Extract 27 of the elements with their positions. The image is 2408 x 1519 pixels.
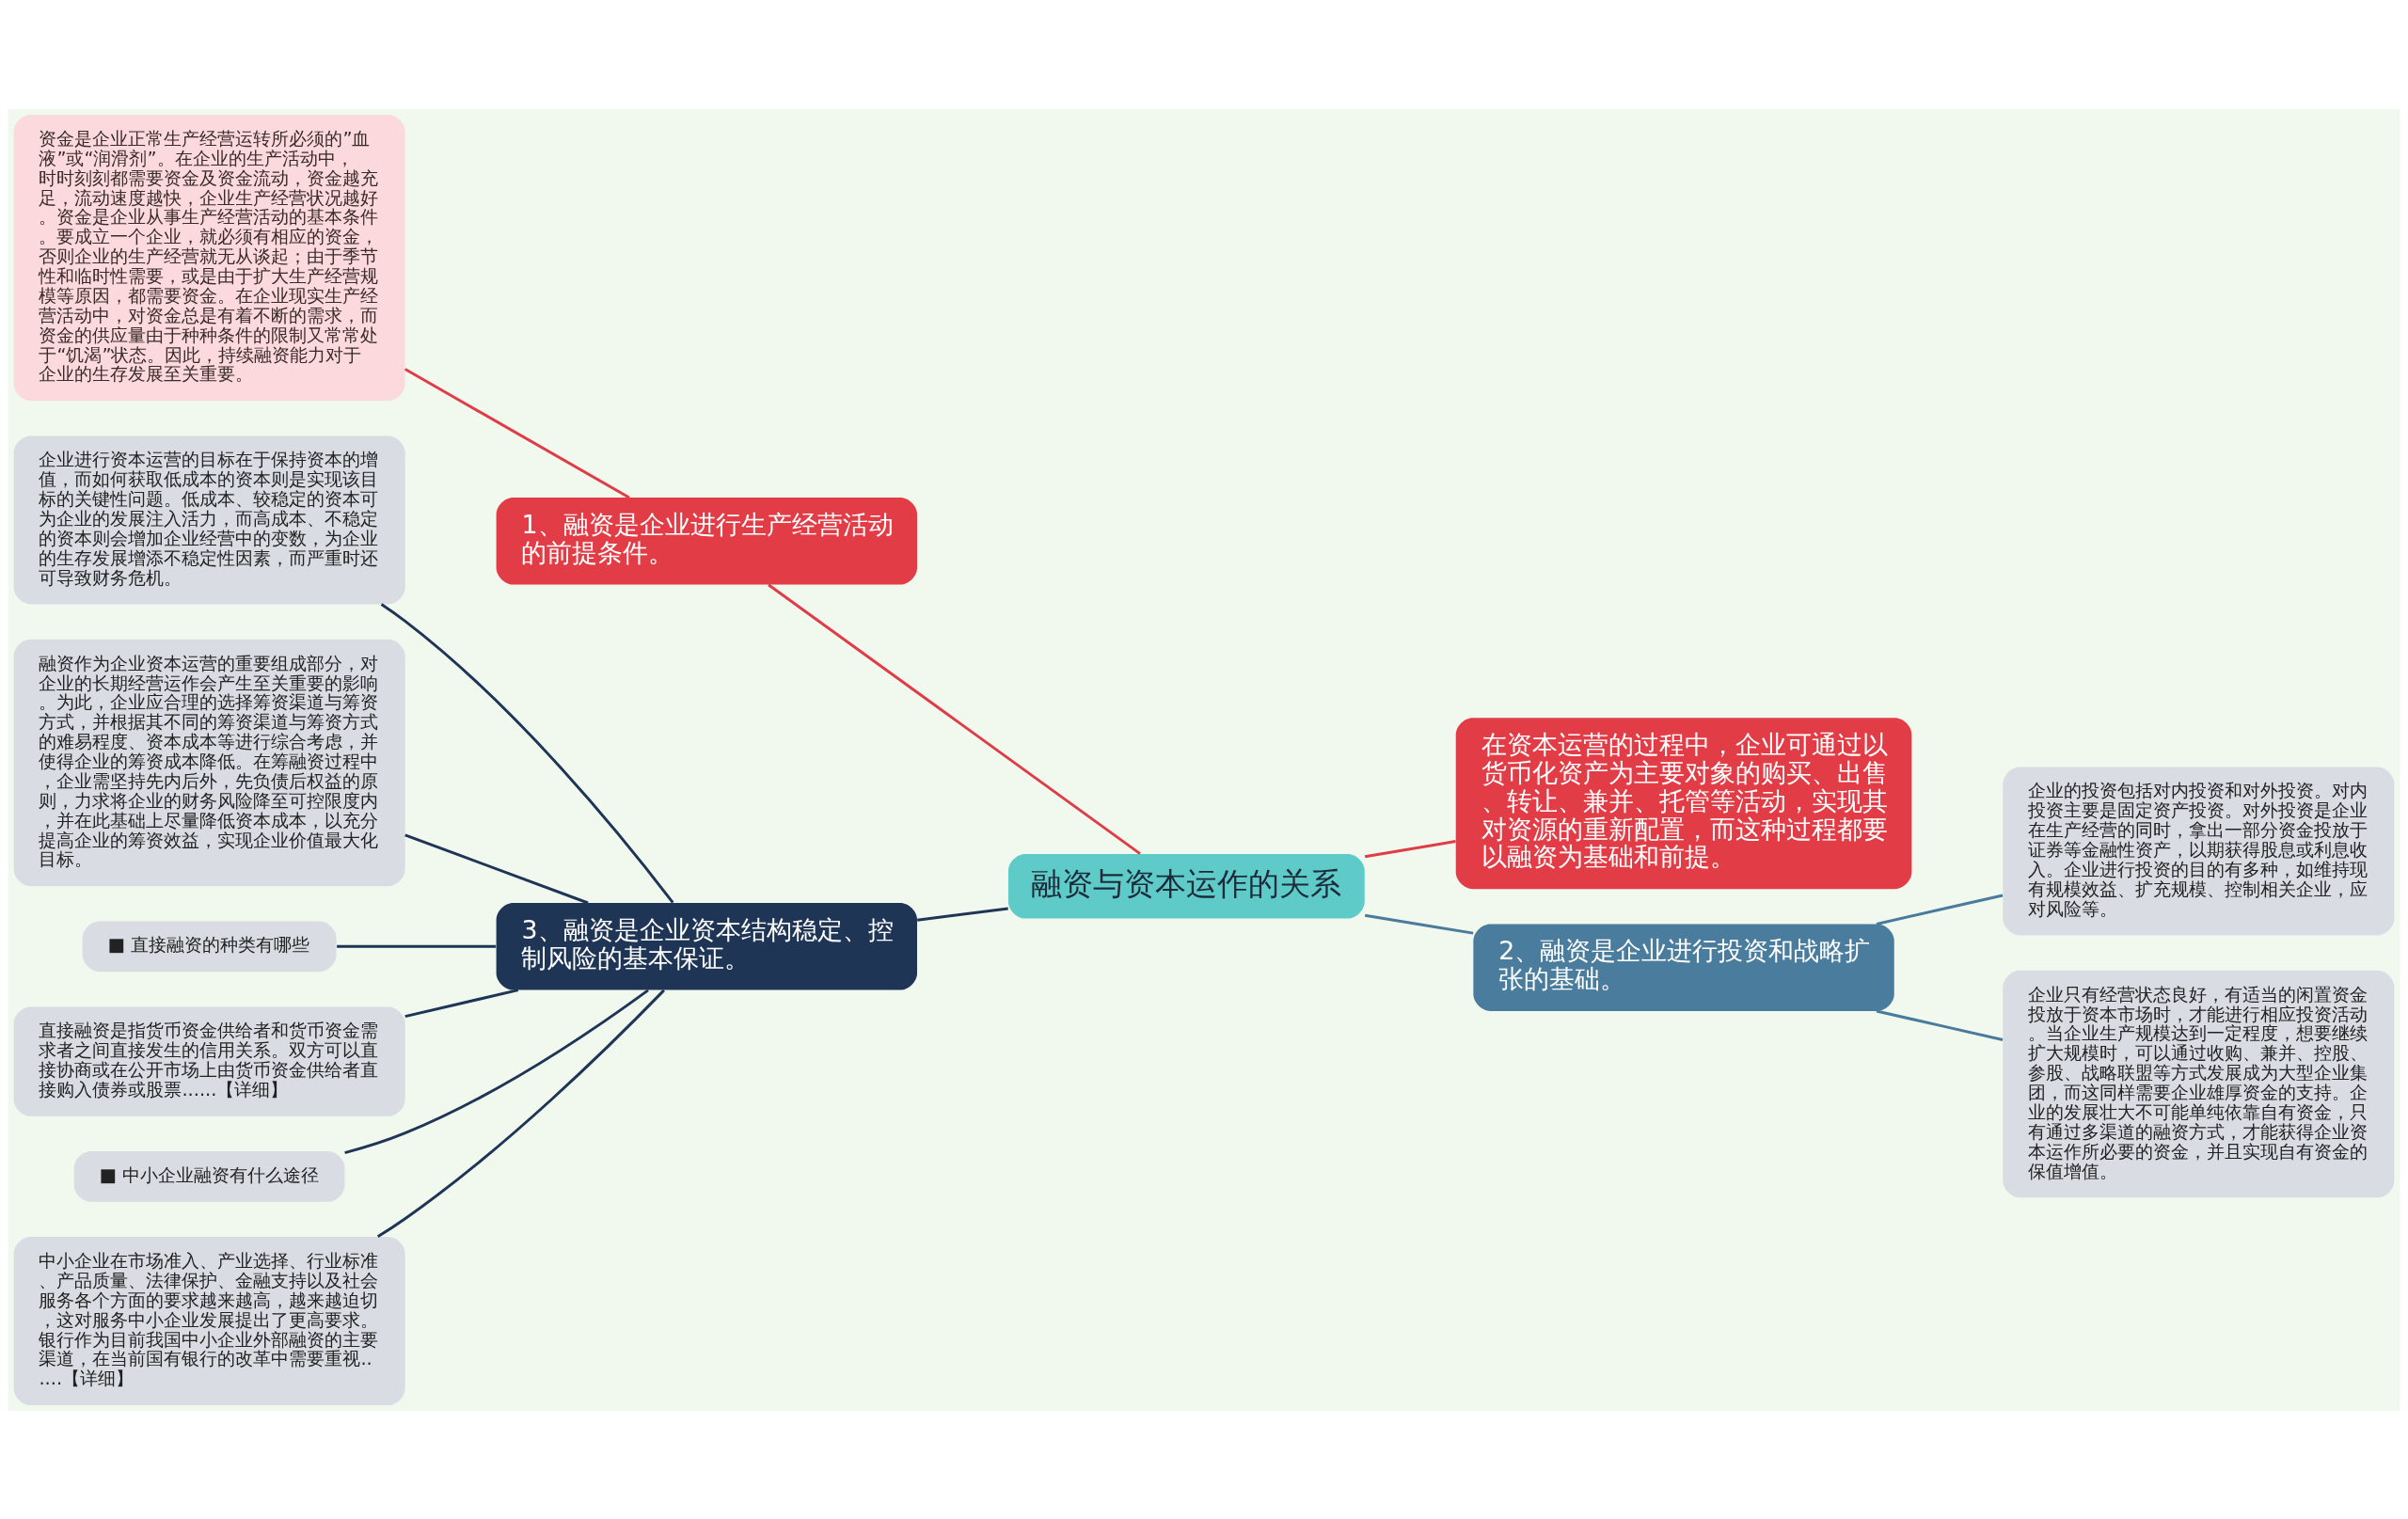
node-box: 1、融资是企业进行生产经营活动的前提条件。 bbox=[496, 497, 917, 585]
node-box: 资金是企业正常生产经营运转所必须的”血液”或“润滑剂”。在企业的生产活动中，时时刻刻都需要资金及资金流动，资金越充足，流动速度越快，企业生产经营状况越好。资金是企业从事生产经营活动的基本条件。要成立一个企业，就必须有相应的资金，否则企业的生产经营就无从谈起；由于季节性和临时性需要，或是由于扩大生产经营规模等原因，都需要资金。在企业现实生产经营活动中，对资金总是有着不断的需求，而资金的供应量由于种种条件的限制又常常处于“饥渴”状态。因此，持续融资能力对于企业的生存发展至关重要。 bbox=[13, 114, 405, 401]
connector bbox=[337, 944, 497, 948]
node-box: 中小企业在市场准入、产业选择、行业标准、产品质量、法律保护、金融支持以及社会服务各个方面的要求越来越高，越来越迫切，这对服务中小企业发展提出了更高要求。银行作为目前我国中小企业外部融资的主要渠道，在当前国有银行的改革中需要重视......【详细】 bbox=[13, 1236, 405, 1405]
connector bbox=[376, 989, 665, 1238]
node-box: 直接融资是指货币资金供给者和货币资金需求者之间直接发生的信用关系。双方可以直接协商或在公开市场上由货币资金供给者直接购入债券或股票......【详细】 bbox=[13, 1006, 405, 1116]
connector bbox=[1876, 1009, 2004, 1041]
connector bbox=[404, 367, 630, 498]
node-box: 企业的投资包括对内投资和对外投资。对内投资主要是固定资产投资。对外投资是企业在生产经营的同时，拿出一部分资金投放于证券等金融性资产，以期获得股息或利息收入。企业进行投资的目的有多种，如维持现有规模效益、扩充规模、控制相关企业，应对风险等。 bbox=[2003, 766, 2395, 935]
connector bbox=[1364, 913, 1474, 935]
connector bbox=[404, 988, 519, 1018]
node-box: 在资本运营的过程中，企业可通过以货币化资产为主要对象的购买、出售、转让、兼并、托管等活动，实现其对资源的重新配置，而这种过程都要以融资为基础和前提。 bbox=[1455, 717, 1912, 889]
connector bbox=[404, 832, 589, 904]
connector bbox=[380, 602, 674, 903]
node-box: 企业进行资本运营的目标在于保持资本的增值，而如何获取低成本的资本则是实现该目标的关键性问题。低成本、较稳定的资本可为企业的发展注入活力，而高成本、不稳定的资本则会增加企业经营中的变数，为企业的生存发展增添不稳定性因素，而严重时还可导致财务危机。 bbox=[13, 435, 405, 604]
node-box: 2、融资是企业进行投资和战略扩张的基础。 bbox=[1473, 924, 1894, 1011]
connector bbox=[917, 907, 1008, 922]
connector bbox=[1876, 894, 2004, 926]
node-box: ■ 直接融资的种类有哪些 bbox=[82, 921, 337, 972]
connector bbox=[344, 989, 649, 1154]
connector bbox=[768, 583, 1141, 855]
node-box: 3、融资是企业资本结构稳定、控制风险的基本保证。 bbox=[496, 902, 917, 990]
node-box: 企业只有经营状态良好，有适当的闲置资金投放于资本市场时，才能进行相应投资活动。当企业生产规模达到一定程度，想要继续扩大规模时，可以通过收购、兼并、控股、参股、战略联盟等方式发展成为大型企业集团，而这同样需要企业雄厚资金的支持。企业的发展壮大不可能单纯依靠自有资金，只有通过多渠道的融资方式，才能获得企业资本运作所必要的资金，并且实现自有资金的保值增值。 bbox=[2003, 970, 2395, 1197]
connector bbox=[1364, 839, 1456, 858]
node-box: 融资作为企业资本运营的重要组成部分，对企业的长期经营运作会产生至关重要的影响。为此，企业应合理的选择筹资渠道与筹资方式，并根据其不同的筹资渠道与筹资方式的难易程度、资本成本等进行综合考虑，并使得企业的筹资成本降低。在筹融资过程中，企业需坚持先内后外，先负债后权益的原则，力求将企业的财务风险降至可控限度内，并在此基础上尽量降低资本成本，以充分提高企业的筹资效益，实现企业价值最大化目标。 bbox=[13, 639, 405, 886]
node-box: 融资与资本运作的关系 bbox=[1007, 853, 1365, 919]
node-box: ■ 中小企业融资有什么途径 bbox=[73, 1150, 345, 1202]
